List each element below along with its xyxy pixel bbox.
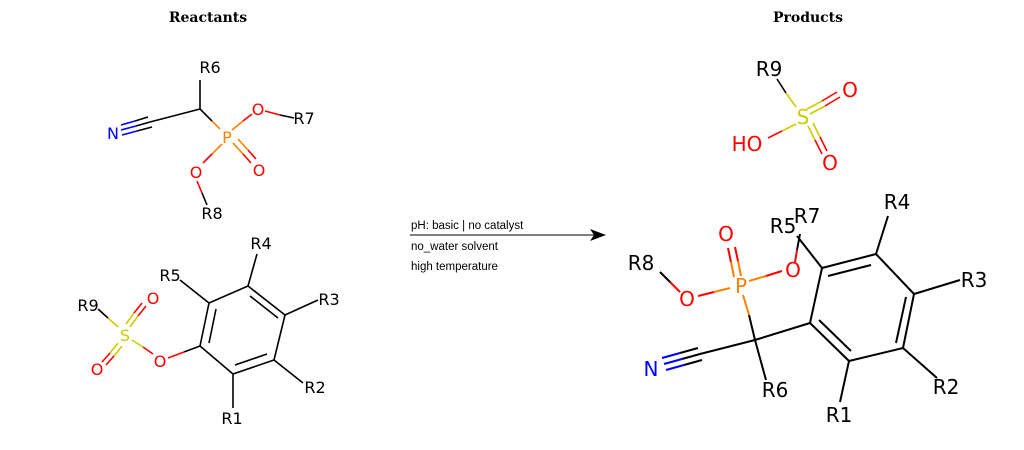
r9-label: R9 [756,57,783,81]
oxygen-label: O [822,151,838,175]
r8-label: R8 [201,204,222,223]
reactant-phosphonate: R6 N P O R7 O O R8 [107,58,315,223]
condition-ph-catalyst: pH: basic | no catalyst [411,220,524,232]
phosphorus-label: P [222,128,232,147]
product-main: R4 R3 R2 R1 R5 R7 R6 R8 P O O O N [628,190,988,427]
nitrogen-label: N [107,124,119,143]
r7-label: R7 [293,109,314,128]
r2-label: R2 [304,378,325,397]
r4-label: R4 [250,234,271,253]
phosphorus-label: P [735,274,747,298]
reaction-arrow [410,229,606,241]
reactant-aryl-sulfonate: R4 R3 R2 R1 R5 O S R9 O O [77,234,339,428]
sulfur-label: S [797,105,810,129]
oxygen-label: O [679,287,695,311]
oxygen-label: O [785,258,801,282]
oxygen-label: O [252,100,265,119]
oxygen-label: O [154,352,167,371]
r3-label: R3 [961,268,988,292]
oxygen-label: O [91,360,104,379]
r6-label: R6 [762,378,789,402]
hydroxyl-label: HO [732,132,763,156]
r7-label: R7 [794,204,821,228]
r5-label: R5 [770,214,797,238]
oxygen-label: O [190,163,203,182]
oxygen-label: O [718,222,734,246]
sulfur-label: S [120,326,130,345]
oxygen-label: O [842,78,858,102]
r6-label: R6 [199,58,220,77]
reactants-header: Reactants [169,10,247,26]
product-sulfonic-acid: R9 S O O HO [732,57,858,175]
r1-label: R1 [826,403,853,427]
condition-solvent: no_water solvent [411,241,499,253]
r1-label: R1 [221,409,242,428]
r3-label: R3 [318,290,339,309]
products-header: Products [773,10,843,26]
nitrogen-label: N [644,357,659,381]
condition-temperature: high temperature [411,261,498,273]
r2-label: R2 [933,375,960,399]
r9-label: R9 [77,296,98,315]
r8-label: R8 [628,251,655,275]
oxygen-label: O [253,161,266,180]
r4-label: R4 [884,190,911,214]
oxygen-label: O [147,289,160,308]
r5-label: R5 [159,266,180,285]
